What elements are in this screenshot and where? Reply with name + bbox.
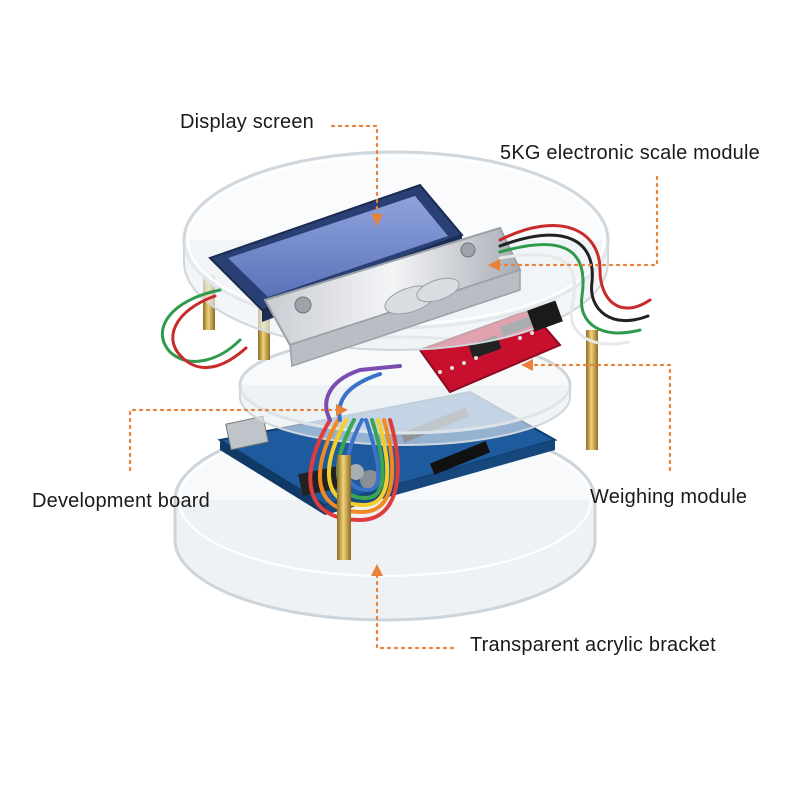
label-development-board: Development board xyxy=(32,490,210,512)
leader-lines xyxy=(128,124,672,650)
leader-scale-module xyxy=(495,175,659,267)
hx711-connector xyxy=(527,300,563,332)
label-display-screen: Display screen xyxy=(180,111,314,133)
leader-display-screen xyxy=(330,124,379,220)
arrow-weighing-module xyxy=(521,359,533,371)
label-weighing-module: Weighing module xyxy=(590,486,748,508)
load-cell xyxy=(263,226,522,368)
leader-development-board xyxy=(128,408,340,472)
arrow-scale-module xyxy=(488,259,500,271)
jumper-wires xyxy=(308,364,402,523)
arrow-display-screen xyxy=(371,214,383,226)
leader-acrylic-bracket xyxy=(375,570,455,650)
leader-weighing-module xyxy=(529,363,672,472)
label-acrylic-bracket: Transparent acrylic bracket xyxy=(470,634,716,656)
label-scale-module: 5KG electronic scale module xyxy=(500,142,760,164)
load-cell-wires xyxy=(160,224,652,370)
arrow-acrylic-bracket xyxy=(371,564,383,576)
arrow-development-board xyxy=(336,404,348,416)
